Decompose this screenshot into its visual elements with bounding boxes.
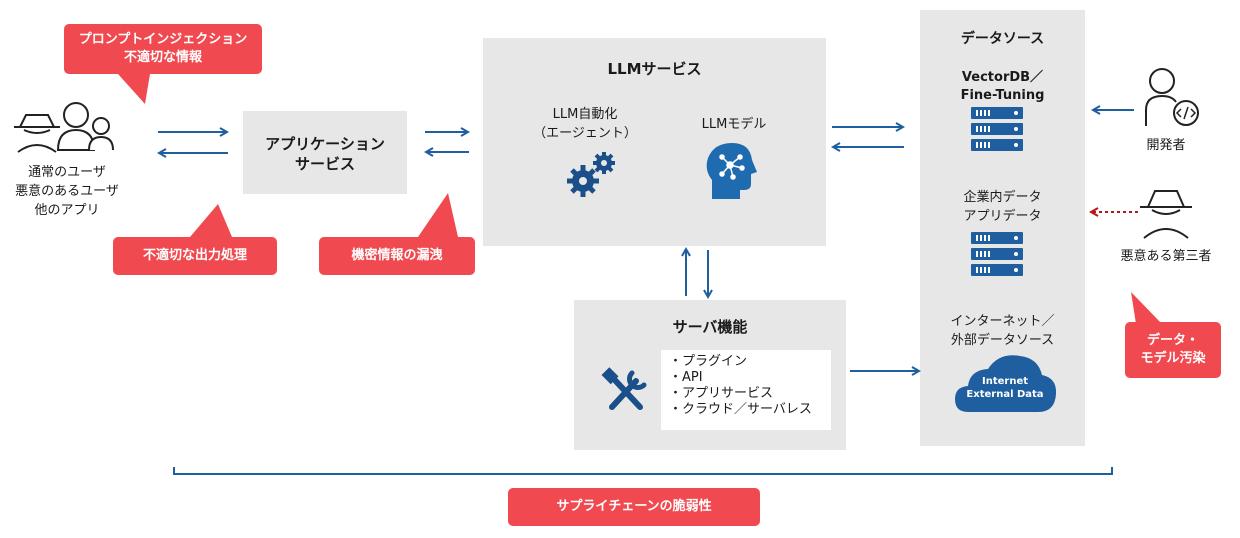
llm-model-label: LLMモデル	[701, 117, 767, 132]
developer-icon	[1145, 68, 1199, 126]
data-poisoning-callout-tail	[1131, 292, 1162, 324]
prompt-injection-callout: プロンプトインジェクション 不適切な情報	[64, 24, 262, 74]
supply-chain-bracket	[173, 467, 1113, 475]
info-leak-callout-tail	[418, 193, 458, 237]
feature-cloud-serverless: ・クラウド／サーバレス	[669, 402, 812, 417]
cloud-text: Internet External Data	[966, 376, 1044, 400]
feature-plugin: ・プラグイン	[669, 354, 748, 369]
malicious-user-label: 悪意のあるユーザ	[15, 184, 119, 199]
feature-api: ・API	[669, 370, 703, 385]
supply-chain-label: サプライチェーンの脆弱性	[556, 499, 712, 514]
application-service-title: アプリケーション サービス	[265, 135, 385, 173]
data-poisoning-label-1: データ・	[1146, 333, 1199, 348]
vector-db-server-icon	[971, 107, 1023, 151]
application-service-box	[243, 111, 407, 194]
vector-db-label: VectorDB／ Fine-Tuning	[960, 70, 1045, 103]
llm-agent-label: LLM自動化 （エージェント）	[533, 107, 637, 141]
info-leak-label: 機密情報の漏洩	[351, 248, 443, 263]
internet-cloud-icon	[955, 355, 1057, 412]
other-app-label: 他のアプリ	[34, 203, 100, 218]
inappropriate-info-label: 不適切な情報	[123, 50, 202, 65]
internal-data-label: 企業内データ アプリデータ	[963, 190, 1042, 224]
users-labels: 通常のユーザ 悪意のあるユーザ 他のアプリ	[0, 163, 134, 220]
server-function-title: サーバ機能	[672, 318, 748, 336]
ai-head-icon	[706, 143, 757, 199]
data-poisoning-callout: データ・ モデル汚染	[1125, 322, 1221, 378]
llm-service-box	[483, 38, 826, 246]
info-leak-callout: 機密情報の漏洩	[319, 237, 475, 275]
gears-icon	[567, 152, 615, 197]
malicious-third-party-icon	[1140, 190, 1192, 239]
users-group-icon	[14, 102, 114, 153]
normal-user-label: 通常のユーザ	[28, 165, 106, 180]
internal-data-server-icon	[971, 232, 1023, 276]
improper-output-label: 不適切な出力処理	[142, 248, 247, 263]
improper-output-callout-tail	[190, 204, 232, 237]
supply-chain-callout: サプライチェーンの脆弱性	[508, 488, 760, 526]
data-source-title: データソース	[960, 31, 1045, 47]
server-features-list: ・プラグイン ・API ・アプリサービス ・クラウド／サーバレス	[661, 350, 831, 430]
prompt-injection-callout-tail	[118, 74, 150, 104]
prompt-injection-label: プロンプトインジェクション	[78, 32, 248, 47]
feature-app-service: ・アプリサービス	[669, 386, 774, 401]
improper-output-callout: 不適切な出力処理	[113, 237, 277, 275]
llm-service-title: LLMサービス	[607, 60, 702, 78]
tools-icon	[601, 367, 647, 410]
developer-label: 開発者	[1146, 138, 1186, 153]
internet-source-label: インターネット／ 外部データソース	[950, 314, 1055, 348]
data-poisoning-label-2: モデル汚染	[1140, 351, 1206, 366]
malicious-third-party-label: 悪意ある第三者	[1120, 249, 1212, 264]
